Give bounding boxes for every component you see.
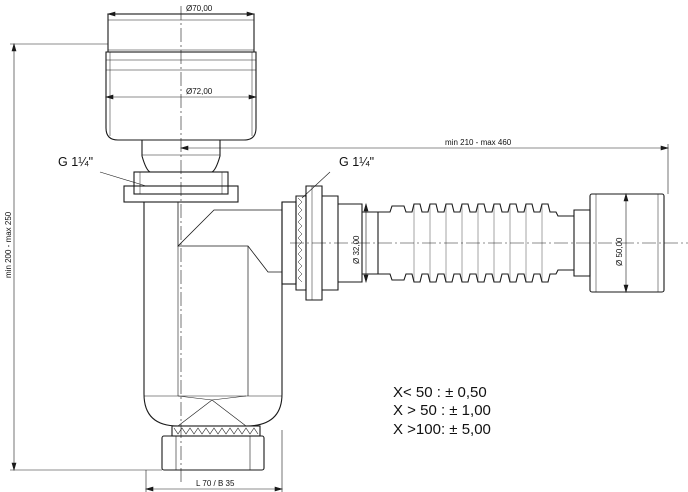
- trap-body: [143, 202, 283, 427]
- outlet-diameter-label: Ø 50,00: [615, 237, 624, 266]
- bottom-length-label: L 70 / B 35: [196, 479, 235, 488]
- top-diameter-label: Ø70,00: [186, 4, 213, 13]
- pipe-diameter-label: Ø 32,00: [352, 235, 361, 264]
- thread-label-side: G 1¼": [339, 155, 374, 169]
- thread-label-top: G 1¼": [58, 155, 93, 169]
- tolerance-line: X< 50 : ± 0,50: [393, 384, 487, 401]
- vertical-range-label: min 200 - max 250: [4, 211, 13, 278]
- bottom-cap: [161, 425, 265, 471]
- dimension-lines: [10, 11, 670, 492]
- center-lines: [180, 6, 688, 484]
- cap-body: [105, 51, 257, 141]
- tolerance-line: X > 50 : ± 1,00: [393, 402, 491, 419]
- cap-diameter-label: Ø72,00: [186, 87, 213, 96]
- horizontal-range-label: min 210 - max 460: [445, 138, 512, 147]
- tolerance-line: X >100: ± 5,00: [393, 421, 491, 438]
